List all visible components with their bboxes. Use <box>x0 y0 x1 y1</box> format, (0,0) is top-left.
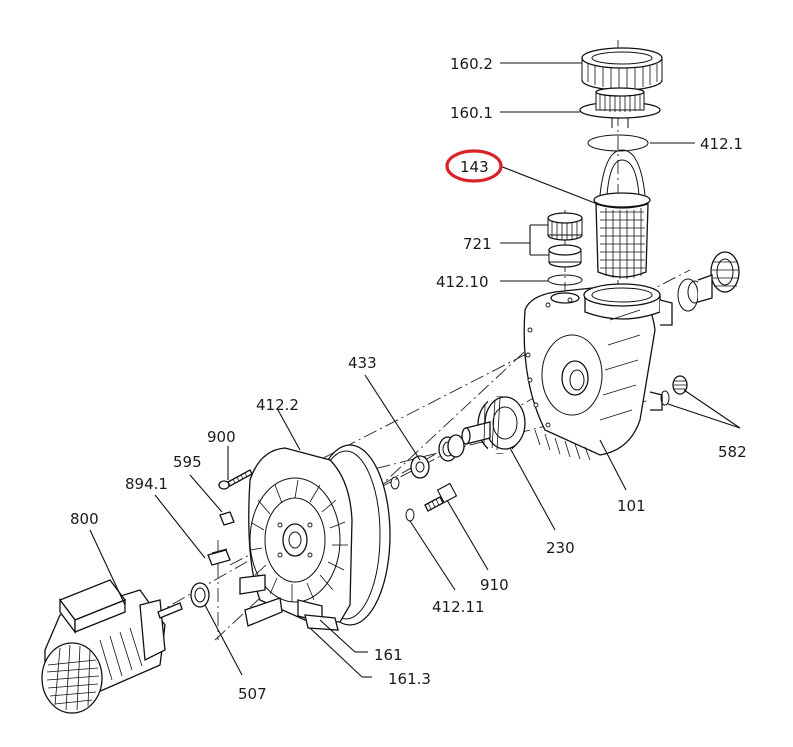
label-101: 101 <box>617 497 646 515</box>
label-412-1: 412.1 <box>700 135 743 153</box>
label-161-3: 161.3 <box>388 670 431 688</box>
part-labels: 160.2 160.1 412.1 143 721 412.10 433 412… <box>70 55 747 703</box>
label-160-1: 160.1 <box>450 104 493 122</box>
part-160-1-lid <box>579 87 661 128</box>
part-412-10-oring <box>547 274 583 286</box>
part-143-basket <box>593 149 651 279</box>
part-894-1-plate <box>207 548 231 566</box>
part-800-motor <box>41 579 183 714</box>
label-507: 507 <box>238 685 267 703</box>
part-595-block <box>219 511 235 526</box>
label-910: 910 <box>480 576 509 594</box>
label-900: 900 <box>207 428 236 446</box>
part-161-bracket <box>239 447 353 631</box>
part-582-plugs <box>660 375 688 406</box>
part-910-bolt <box>424 482 458 512</box>
part-outlet-union <box>677 251 740 312</box>
label-721: 721 <box>463 235 492 253</box>
part-160-2-cover <box>581 47 663 91</box>
label-412-11: 412.11 <box>432 598 485 616</box>
label-433: 433 <box>348 354 377 372</box>
label-412-2: 412.2 <box>256 396 299 414</box>
part-412-11-oring <box>405 508 415 522</box>
label-161: 161 <box>374 646 403 664</box>
part-507-ring <box>190 582 210 608</box>
label-800: 800 <box>70 510 99 528</box>
leader-lines <box>89 62 741 678</box>
label-894-1: 894.1 <box>125 475 168 493</box>
part-101-housing <box>523 283 673 461</box>
part-721-fitting <box>547 212 583 268</box>
part-230-impeller <box>461 396 526 454</box>
label-230: 230 <box>546 539 575 557</box>
label-412-10: 412.10 <box>436 273 489 291</box>
label-143: 143 <box>460 158 489 176</box>
label-582: 582 <box>718 443 747 461</box>
label-595: 595 <box>173 453 202 471</box>
label-160-2: 160.2 <box>450 55 493 73</box>
part-433-seal <box>390 434 465 490</box>
part-900-screw <box>218 469 253 490</box>
highlight-ring <box>445 149 503 183</box>
